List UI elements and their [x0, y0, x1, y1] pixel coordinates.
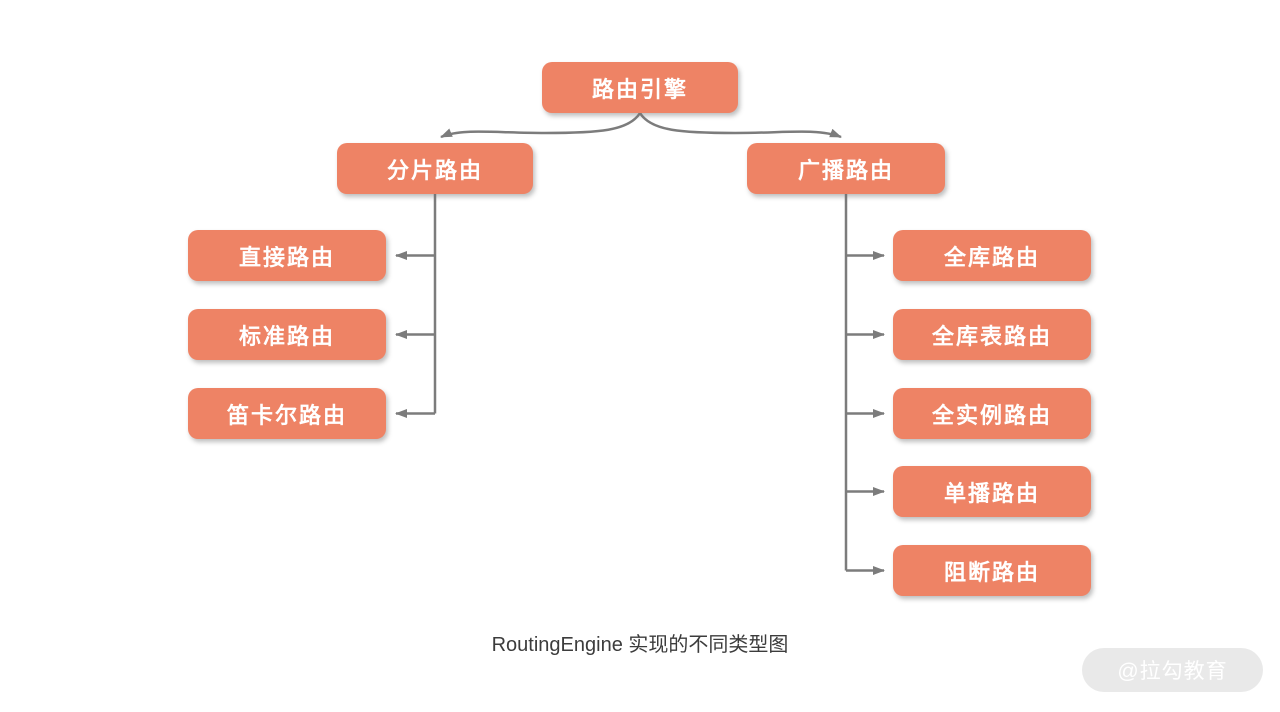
node-full-database-routing: 全库路由 [893, 230, 1091, 281]
watermark-label: @拉勾教育 [1117, 660, 1228, 683]
node-blocking-routing: 阻断路由 [893, 545, 1091, 596]
node-standard-routing: 标准路由 [188, 309, 386, 360]
node-unicast-routing: 单播路由 [893, 466, 1091, 517]
node-broadcast-routing: 广播路由 [747, 143, 945, 194]
node-direct-routing: 直接路由 [188, 230, 386, 281]
edge-root-to-broadcast [638, 112, 842, 139]
edge-root-to-sharding [440, 112, 642, 139]
node-routing-engine: 路由引擎 [542, 62, 738, 113]
node-cartesian-routing: 笛卡尔路由 [188, 388, 386, 439]
node-sharding-routing: 分片路由 [337, 143, 533, 194]
diagram-caption: RoutingEngine 实现的不同类型图 [491, 634, 789, 656]
watermark-badge: @拉勾教育 [1082, 648, 1263, 692]
node-full-instance-routing: 全实例路由 [893, 388, 1091, 439]
node-full-database-table-routing: 全库表路由 [893, 309, 1091, 360]
